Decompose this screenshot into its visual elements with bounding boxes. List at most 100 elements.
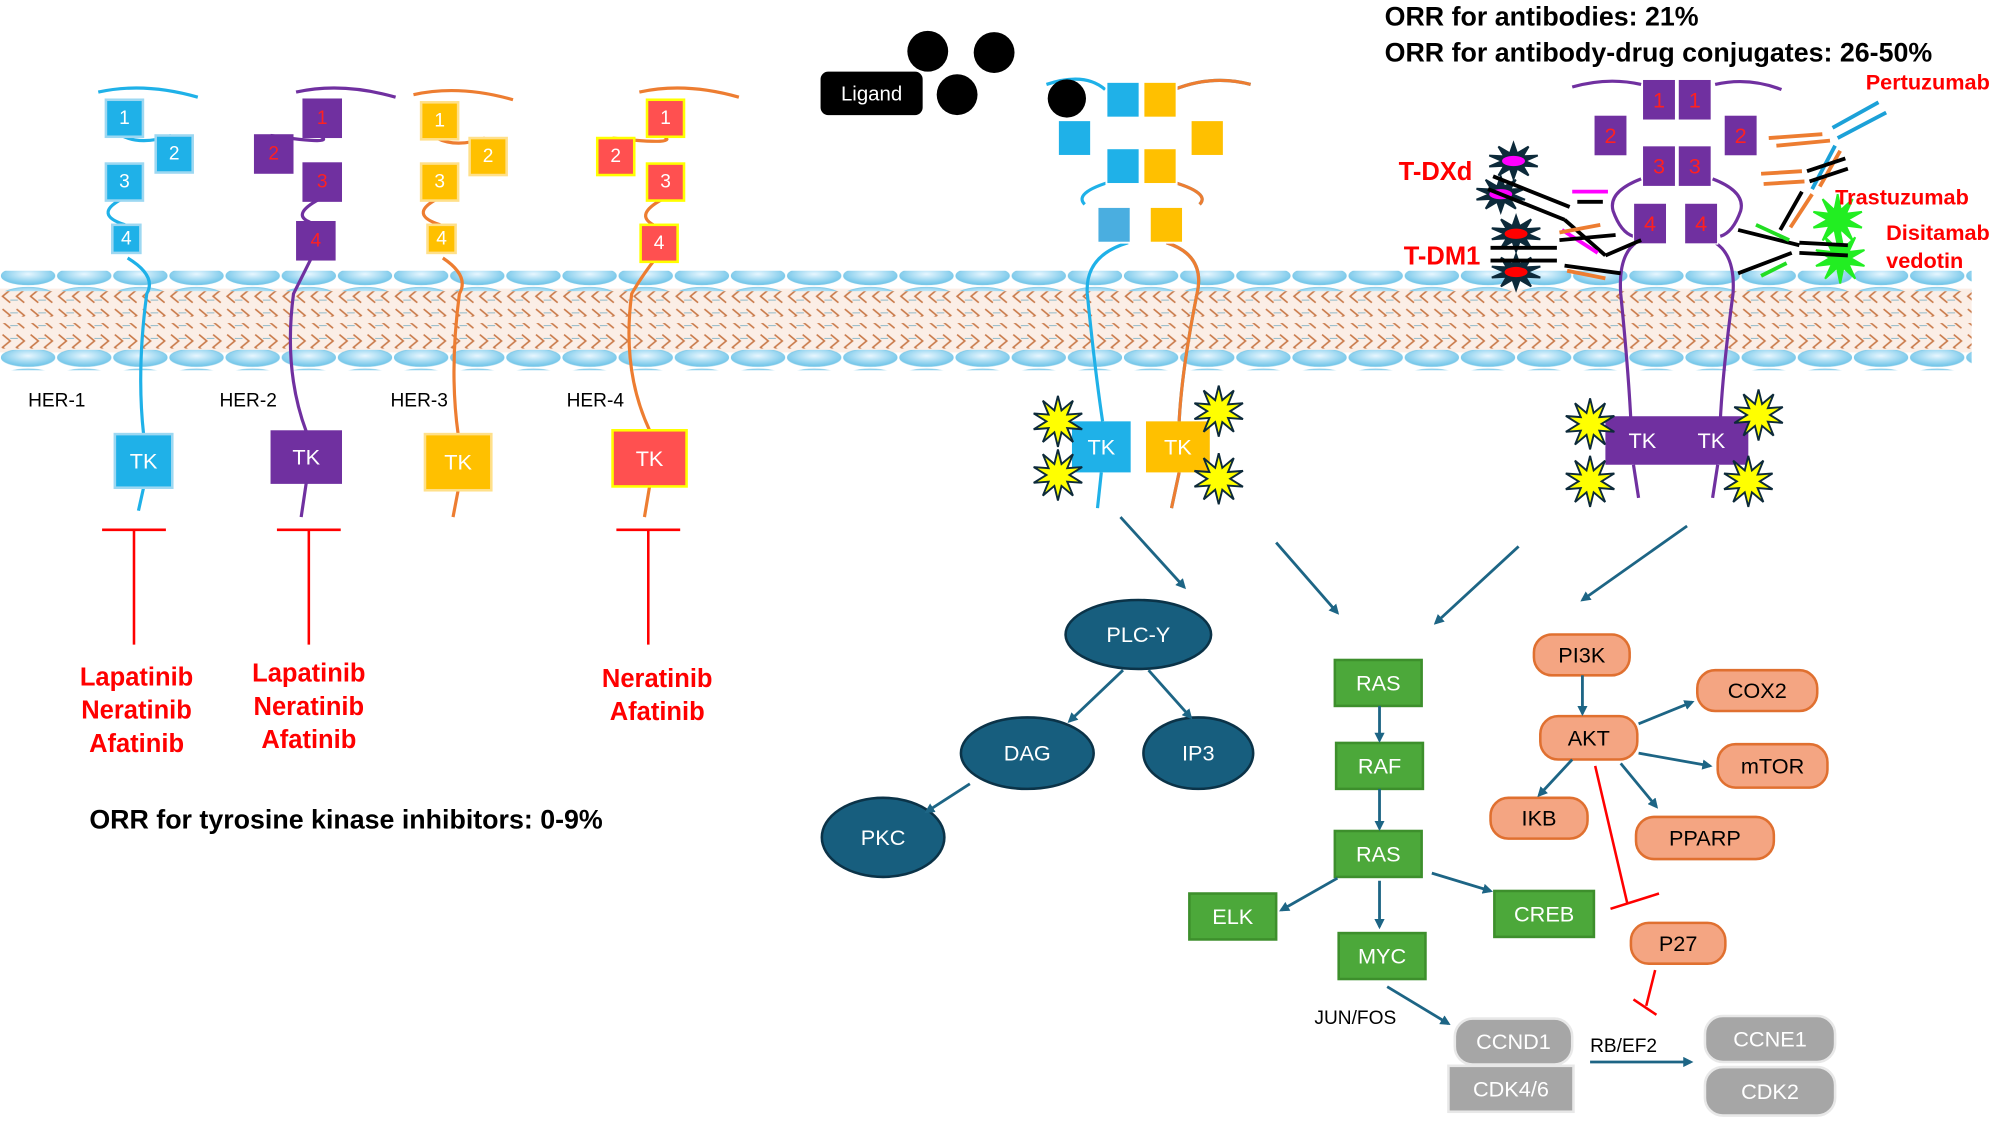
receptor-domain	[1105, 80, 1141, 119]
disitamab-label-line1: Disitamab	[1886, 220, 1990, 245]
node-dag: DAG	[959, 716, 1095, 791]
pathway-arrow	[1067, 669, 1124, 724]
domain-3	[104, 162, 145, 202]
node-elk-label: ELK	[1212, 904, 1254, 929]
tyrosine-kinase	[270, 430, 343, 484]
receptor-name: HER-1	[28, 390, 85, 411]
receptor-domain	[1096, 205, 1132, 244]
her2-domain	[1593, 114, 1628, 157]
node-ras-2-label: RAS	[1356, 841, 1401, 866]
node-plc-y-label: PLC-Y	[1106, 622, 1170, 647]
node-ikb: IKB	[1489, 796, 1589, 840]
node-dag-label: DAG	[1004, 741, 1051, 766]
domain-label: 3	[434, 172, 445, 193]
node-cdk4-6: CDK4/6	[1447, 1064, 1575, 1114]
domain-2	[468, 136, 508, 177]
node-ras: RAS	[1333, 658, 1423, 708]
domain-label: 3	[660, 172, 671, 193]
node-pkc-label: PKC	[861, 825, 906, 850]
pathway-arrow	[1638, 751, 1713, 770]
inhibition-bar	[102, 528, 166, 645]
adc-orr-text: ORR for antibody-drug conjugates: 26-50%	[1385, 37, 1933, 67]
phosphorylation-star-icon	[1733, 389, 1784, 441]
domain-2	[253, 134, 294, 174]
domain-4	[426, 223, 457, 255]
domain-label: 2	[169, 143, 180, 164]
p27-inhibits-ccne1	[1632, 969, 1658, 1016]
node-cdk2-label: CDK2	[1741, 1079, 1799, 1104]
domain-label: 1	[317, 108, 328, 129]
node-ras-2: RAS	[1333, 829, 1423, 879]
domain-label: 2	[610, 146, 621, 167]
node-pkc: PKC	[820, 796, 946, 879]
kinase-label: TK	[636, 446, 664, 471]
ligand: Ligand	[820, 30, 1087, 118]
domain-label: 3	[1689, 154, 1701, 179]
domain-label: 1	[1653, 87, 1665, 112]
jun-fos-label: JUN/FOS	[1314, 1008, 1396, 1029]
ligand-label: Ligand	[841, 84, 902, 106]
node-p27-label: P27	[1659, 931, 1698, 956]
domain-label: 1	[434, 110, 445, 131]
domain-label: 4	[311, 230, 322, 251]
kinase-label: TK	[1697, 428, 1725, 453]
node-p27: P27	[1629, 921, 1727, 965]
akt-inhibits-p27	[1593, 765, 1660, 911]
node-pparp: PPARP	[1634, 815, 1776, 861]
rb-ef2-label: RB/EF2	[1590, 1036, 1657, 1057]
domain-4	[296, 220, 336, 261]
domain-4	[111, 223, 142, 255]
domain-label: 2	[268, 143, 279, 164]
receptor-domain	[1105, 147, 1141, 185]
kinase-label: TK	[292, 445, 320, 470]
receptor-name: HER-4	[567, 390, 625, 411]
node-pparp-label: PPARP	[1669, 826, 1741, 851]
domain-2	[154, 134, 194, 174]
phosphorylation-star-icon	[1033, 449, 1083, 501]
tdxd-payload-icon	[1488, 140, 1539, 182]
node-creb: CREB	[1493, 889, 1596, 939]
node-ikb-label: IKB	[1522, 806, 1557, 831]
inhibitor-label: Lapatinib	[252, 660, 365, 688]
kinase-label: TK	[444, 450, 472, 475]
domain-label: 4	[1644, 211, 1656, 236]
node-cdk2: CDK2	[1703, 1065, 1837, 1117]
node-ip3-label: IP3	[1182, 741, 1215, 766]
node-akt: AKT	[1539, 714, 1639, 761]
node-ccnd1-label: CCND1	[1476, 1029, 1551, 1054]
domain-1	[302, 98, 343, 139]
pathway-arrow	[1147, 669, 1193, 720]
node-raf-label: RAF	[1358, 753, 1401, 778]
domain-label: 2	[1604, 123, 1616, 148]
node-plc-y: PLC-Y	[1064, 598, 1213, 671]
arrow-her2-to-ras	[1433, 545, 1520, 625]
arrow-heterodimer-to-plc	[1119, 516, 1186, 590]
inhibitor-label: Afatinib	[610, 698, 705, 726]
tdxd-label: T-DXd	[1399, 158, 1473, 186]
node-ip3: IP3	[1142, 716, 1255, 791]
domain-label: 3	[317, 172, 328, 193]
kinase-label: TK	[1164, 434, 1192, 459]
pathway-arrow	[1386, 985, 1451, 1026]
antibodies	[1487, 100, 1888, 281]
her2-domain	[1641, 78, 1677, 121]
domain-label: 4	[1695, 211, 1707, 236]
phosphorylation-star-icon	[1565, 398, 1615, 450]
her2-kinase-dimer	[1605, 416, 1749, 465]
domain-3	[302, 162, 343, 202]
pathway-arrow	[1537, 758, 1574, 798]
inhibitor-label: Neratinib	[81, 697, 192, 725]
node-creb-label: CREB	[1514, 901, 1574, 926]
pathway-arrow	[1619, 762, 1659, 809]
pathway-arrow	[1279, 876, 1339, 912]
phosphorylation-star-icon	[1193, 385, 1244, 437]
inhibition-bar	[616, 528, 681, 645]
tyrosine-kinase	[423, 432, 493, 492]
receptor-domain	[1189, 119, 1225, 157]
